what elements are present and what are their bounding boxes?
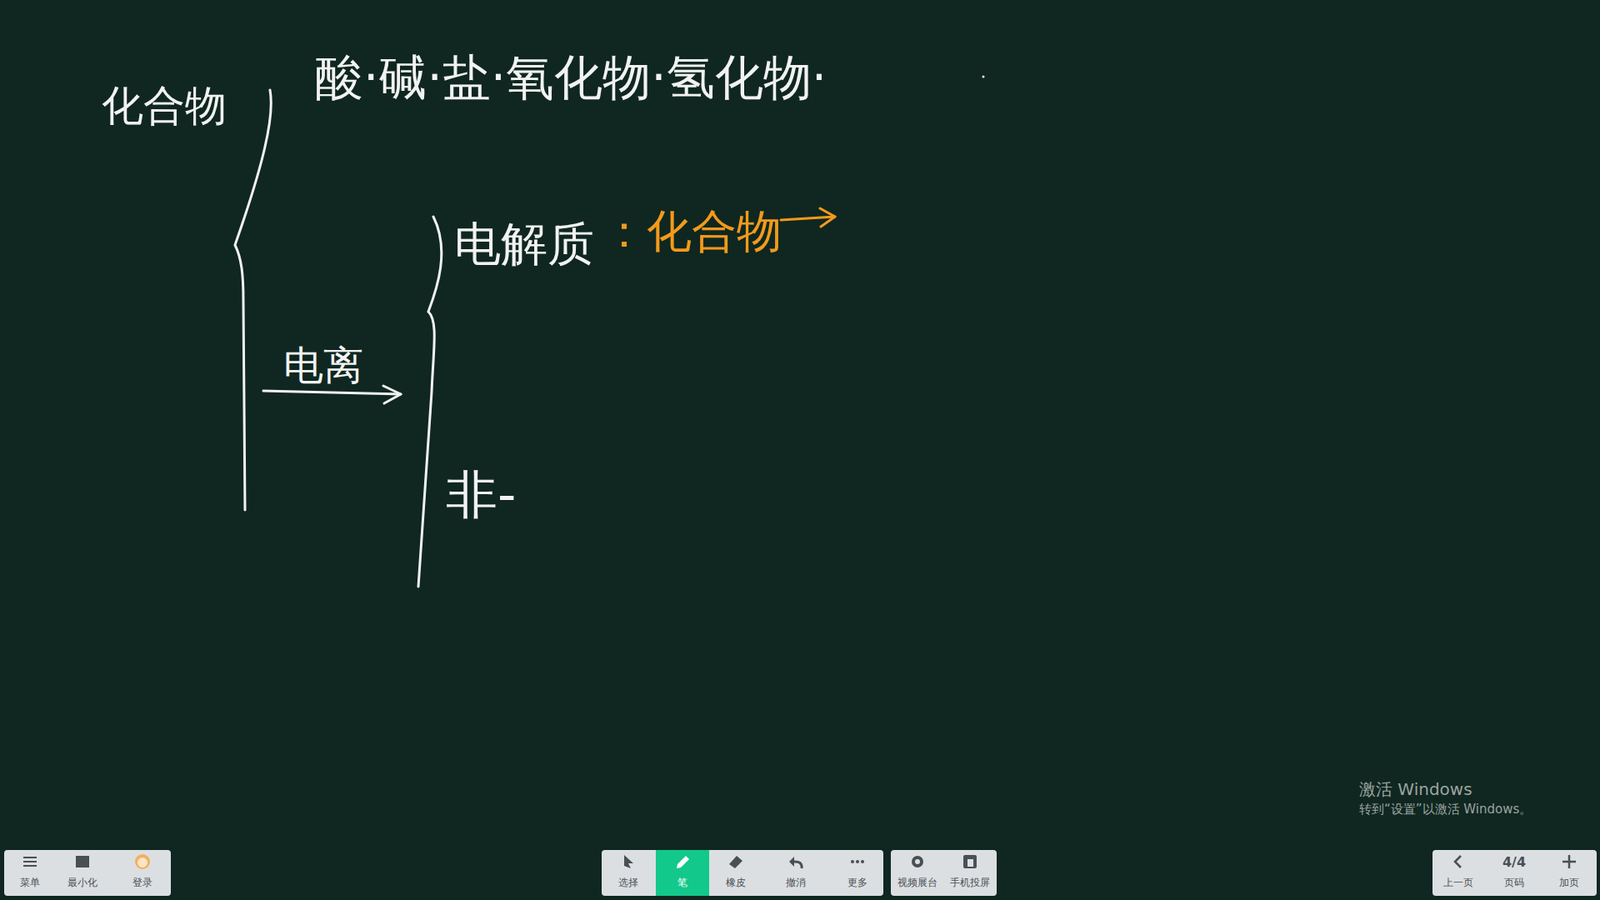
button-icon: [1455, 855, 1461, 868]
button-label: 手机投屏: [950, 877, 990, 889]
handwritten-term: 电解质: [454, 218, 595, 270]
arrow-head: [383, 385, 401, 404]
page-number: 4/4: [1502, 855, 1526, 870]
toolbar-icons: [601, 850, 884, 896]
button-label: 橡皮: [725, 877, 746, 889]
button-icon: [676, 855, 690, 869]
button-label: 上一页: [1443, 877, 1474, 889]
button-icon: [789, 856, 802, 869]
arrow-line: [780, 216, 835, 220]
handwritten-term: 化合物: [101, 83, 227, 130]
button-icon: [850, 860, 865, 864]
button-label: 菜单: [20, 877, 40, 889]
curly-brace: [418, 216, 442, 587]
button-icon: [1562, 855, 1576, 869]
toolbar-group: 上一页 4/4 页码 加页: [1432, 850, 1597, 896]
button-icon: [729, 855, 743, 869]
button-label: 页码: [1504, 877, 1525, 889]
button-label: 笔: [677, 877, 688, 889]
button-label: 最小化: [67, 877, 98, 889]
button-icon: [23, 857, 37, 866]
arrow-label: 电离: [283, 343, 364, 388]
toolbar-icons: [890, 850, 997, 896]
toolbar-group: 选择 笔 橡皮 撤消 更多: [601, 850, 884, 896]
dot: [982, 75, 985, 79]
arrow-line: [263, 390, 401, 395]
curly-brace: [235, 90, 271, 510]
arrow-head: [820, 208, 835, 227]
button-label: 撤消: [785, 877, 806, 889]
button-icon: [624, 855, 634, 869]
button-label: 选择: [618, 877, 639, 889]
handwritten-note: ：化合物: [601, 206, 782, 256]
button-label: 视频展台: [897, 877, 938, 889]
handwritten-list: 酸·碱·盐·氧化物·氢化物·: [315, 51, 827, 105]
watermark: 转到“设置”以激活 Windows。: [1359, 802, 1532, 817]
toolbar-icons: [4, 850, 171, 896]
button-label: 更多: [847, 877, 868, 889]
button-icon: [75, 855, 90, 868]
button-label: 登录: [132, 877, 153, 889]
handwritten-term: 非-: [445, 466, 516, 524]
toolbar-group: 菜单 最小化 登录: [4, 850, 171, 896]
button-label: 加页: [1559, 877, 1580, 889]
button-icon: [911, 855, 924, 868]
button-icon: [135, 854, 150, 870]
toolbar-group: 视频展台手机投屏: [890, 850, 997, 896]
button-icon: [963, 855, 977, 869]
watermark: 激活 Windows: [1359, 780, 1473, 799]
active-button: [655, 850, 710, 896]
